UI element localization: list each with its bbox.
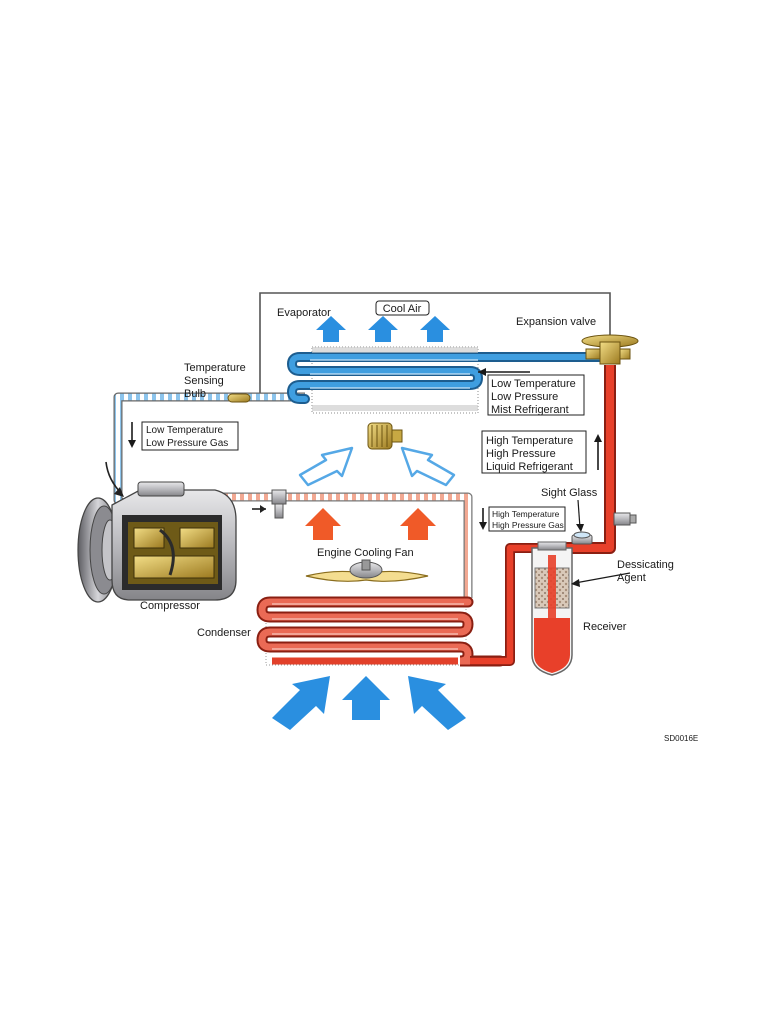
figure-code: SD0016E — [664, 734, 698, 743]
low-gas-label: Low Temperature Low Pressure Gas — [146, 425, 228, 449]
expansion-valve — [581, 334, 639, 365]
evaporator-intake-arrows — [298, 446, 456, 487]
sight-glass — [571, 531, 593, 545]
compressor-label: Compressor — [140, 600, 200, 612]
high-gas-label: High Temperature High Pressure Gas — [492, 509, 564, 530]
engine-cooling-fan-label: Engine Cooling Fan — [317, 547, 414, 559]
high-pressure-liquid-line — [470, 365, 616, 666]
high-pressure-gas-line — [200, 492, 473, 598]
condenser — [256, 596, 506, 667]
compressor — [77, 461, 237, 603]
high-liquid-box — [481, 430, 587, 474]
high-liquid-label: High Temperature High Pressure Liquid Re… — [486, 435, 576, 473]
evaporator — [286, 346, 615, 414]
dessicating-agent-label: Dessicating Agent — [617, 559, 677, 584]
engine-cooling-fan — [305, 559, 429, 582]
expansion-valve-label: Expansion valve — [516, 316, 596, 328]
hot-air-arrows — [305, 508, 436, 540]
service-valve — [252, 489, 287, 519]
temperature-sensing-bulb-label: Temperature Sensing Bulb — [184, 362, 249, 400]
sight-glass-label: Sight Glass — [541, 487, 598, 499]
low-mist-label: Low Temperature Low Pressure Mist Refrig… — [491, 378, 579, 416]
cool-air-arrows — [316, 316, 450, 342]
low-mist-box — [487, 374, 585, 416]
evaporator-label: Evaporator — [277, 307, 331, 319]
liquid-line-fitting — [613, 512, 637, 526]
temperature-sensing-bulb — [227, 393, 251, 403]
receiver-label: Receiver — [583, 621, 627, 633]
cool-air-label: Cool Air — [383, 303, 422, 315]
flow-arrows — [128, 368, 631, 587]
cool-air-box — [375, 300, 430, 316]
low-gas-box — [141, 421, 239, 451]
condenser-label: Condenser — [197, 627, 251, 639]
evaporator-blower — [367, 422, 403, 450]
high-gas-box — [488, 506, 566, 532]
incoming-air-arrows — [272, 676, 466, 730]
receiver — [531, 541, 573, 676]
